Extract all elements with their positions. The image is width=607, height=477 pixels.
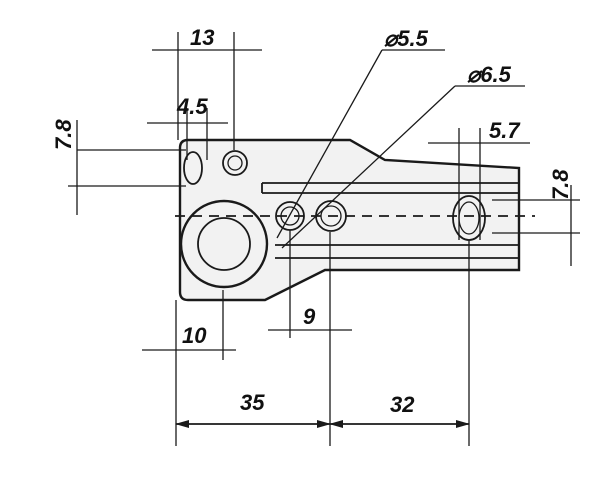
boss-inner bbox=[197, 217, 251, 271]
dim-label-4-5: 4.5 bbox=[176, 94, 208, 119]
dim-label-13: 13 bbox=[190, 25, 214, 50]
dim-label-dia-6-5: ⌀6.5 bbox=[467, 62, 512, 87]
dim-label-9: 9 bbox=[303, 304, 316, 329]
dim-label-dia-5-5: ⌀5.5 bbox=[384, 26, 429, 51]
dim-label-35: 35 bbox=[240, 390, 265, 415]
part-outline bbox=[178, 138, 521, 302]
dim-label-32: 32 bbox=[390, 392, 415, 417]
dimension-lines bbox=[68, 32, 580, 446]
dim-label-7-8-right: 7.8 bbox=[548, 169, 573, 200]
slot-hole-top-left bbox=[183, 151, 203, 185]
dim-label-5-7: 5.7 bbox=[489, 118, 521, 143]
boss-outer bbox=[179, 199, 269, 289]
dim-label-10: 10 bbox=[182, 323, 207, 348]
dim-label-7-8-left: 7.8 bbox=[51, 119, 76, 150]
hole-small-ring-outer bbox=[222, 150, 248, 176]
hole-small-ring-inner bbox=[227, 155, 243, 171]
